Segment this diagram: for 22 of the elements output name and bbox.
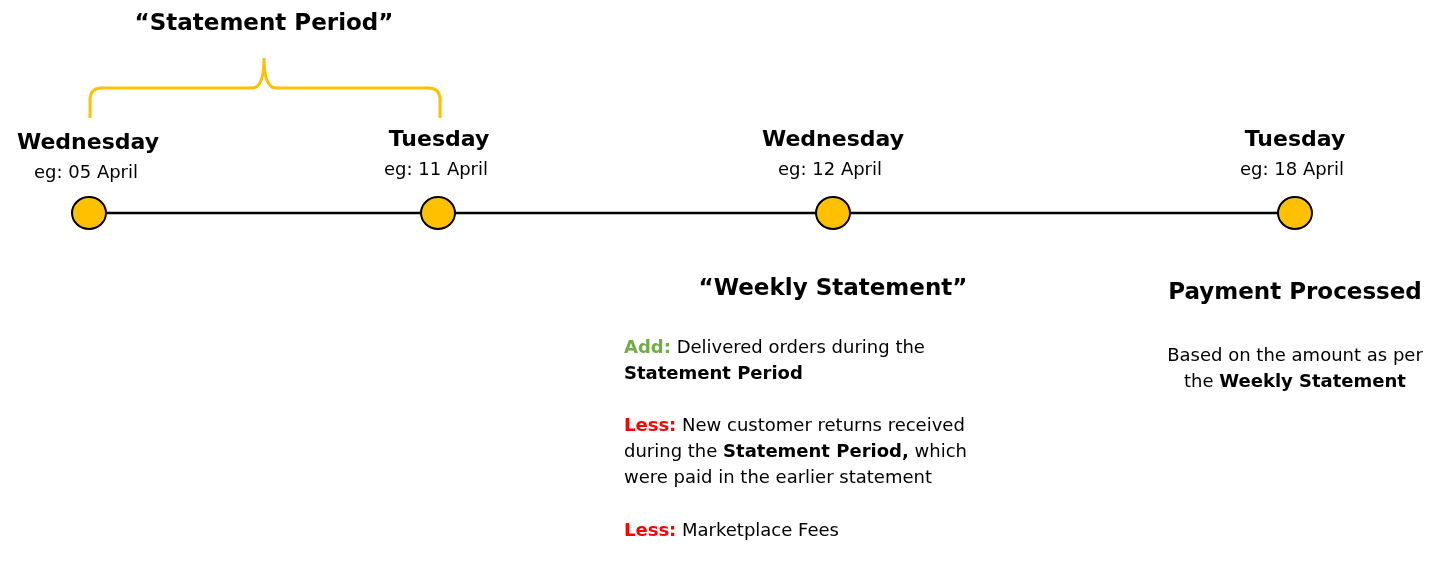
date-label: eg: 12 April <box>777 158 883 179</box>
paragraph: Add: Delivered orders during the Statement Period <box>624 335 926 385</box>
timeline-line <box>455 211 816 215</box>
timeline-dot <box>71 196 107 230</box>
paragraph: Less: New customer returns received during the Statement Period, which were paid in the earlier statement <box>624 413 968 489</box>
heading: Payment Processed <box>1168 278 1422 304</box>
day-label: Tuesday <box>388 126 490 151</box>
timeline-line <box>850 211 1278 215</box>
timeline-dot <box>815 196 851 230</box>
paragraph: Less: Marketplace Fees <box>624 518 840 542</box>
day-label: Tuesday <box>1244 126 1346 151</box>
timeline-line <box>106 211 421 215</box>
paragraph: Based on the amount as per the Weekly Statement <box>1166 343 1424 393</box>
timeline-dot <box>420 196 456 230</box>
timeline-dot <box>1277 196 1313 230</box>
heading: “Weekly Statement” <box>698 274 968 300</box>
date-label: eg: 05 April <box>33 161 139 182</box>
day-label: Wednesday <box>761 126 905 151</box>
heading: “Statement Period” <box>134 9 394 35</box>
date-label: eg: 18 April <box>1239 158 1345 179</box>
date-label: eg: 11 April <box>383 158 489 179</box>
day-label: Wednesday <box>16 129 160 154</box>
